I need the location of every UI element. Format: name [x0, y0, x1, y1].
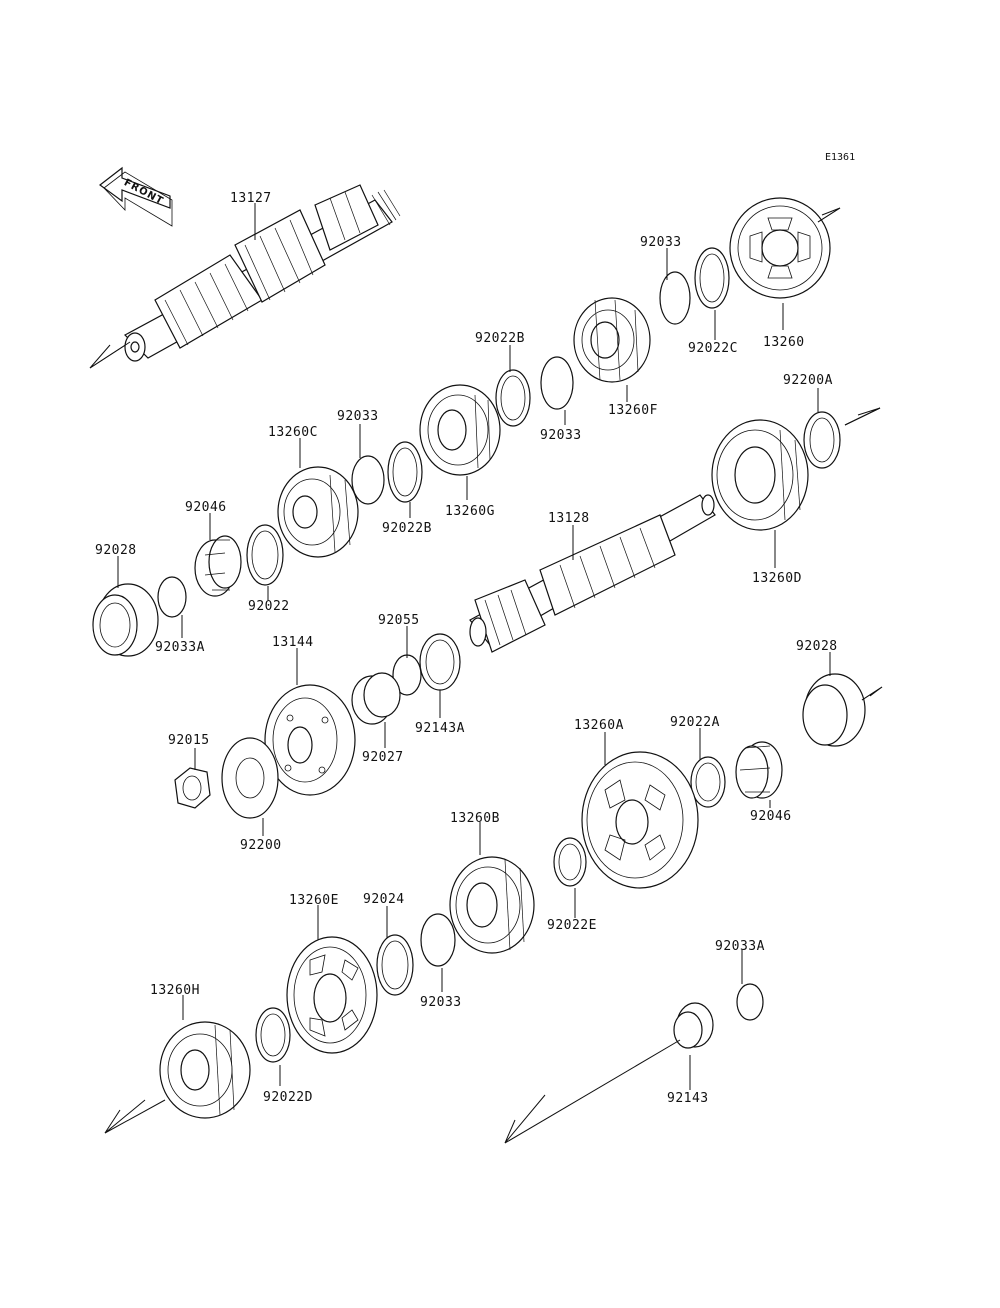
- label-13260G: 13260G: [445, 504, 495, 519]
- label-92033-mid: 92033: [540, 428, 582, 443]
- label-92022: 92022: [248, 599, 290, 614]
- axis-arrow: [504, 1039, 681, 1144]
- bearing-92028-right: [802, 673, 883, 747]
- label-92055: 92055: [378, 613, 420, 628]
- label-13260C: 13260C: [268, 425, 318, 440]
- needle-bearing-92046-left: [194, 535, 242, 597]
- front-arrow-icon: FRONT: [98, 166, 173, 227]
- needle-bearing-92046-right: [735, 741, 783, 799]
- gear-13260A: [581, 751, 699, 889]
- label-92022B-mid: 92022B: [382, 521, 432, 536]
- label-92022C: 92022C: [688, 341, 738, 356]
- counter-shaft-13128: [469, 494, 716, 653]
- label-92022D: 92022D: [263, 1090, 313, 1105]
- label-92200A: 92200A: [783, 373, 833, 388]
- leader-lines: [117, 203, 831, 1090]
- label-92022E: 92022E: [547, 918, 597, 933]
- label-92022B-top: 92022B: [475, 331, 525, 346]
- label-92027: 92027: [362, 750, 404, 765]
- collar-92143: [673, 1002, 714, 1049]
- gear-13260: [729, 197, 841, 299]
- label-92033-low: 92033: [420, 995, 462, 1010]
- washer-92022: [246, 524, 284, 586]
- label-92046-left: 92046: [185, 500, 227, 515]
- label-13128: 13128: [548, 511, 590, 526]
- gear-13260C: [277, 466, 359, 558]
- gear-13260H: [104, 1021, 251, 1134]
- label-13260E: 13260E: [289, 893, 339, 908]
- circlip-92033A-left: [157, 576, 187, 618]
- label-13144: 13144: [272, 635, 314, 650]
- gear-13260D: [711, 419, 809, 531]
- part-labels: 13127 92033 13260 92022C 92022B 13260F 9…: [95, 191, 838, 1106]
- label-92046-right: 92046: [750, 809, 792, 824]
- circlip-92033-c: [351, 455, 385, 505]
- label-13127: 13127: [230, 191, 272, 206]
- label-13260A: 13260A: [574, 718, 624, 733]
- label-13260D: 13260D: [752, 571, 802, 586]
- label-92028-right: 92028: [796, 639, 838, 654]
- circlip-92033-low: [420, 913, 456, 967]
- gear-13260E: [286, 936, 378, 1054]
- label-92033A-left: 92033A: [155, 640, 205, 655]
- label-92033-top: 92033: [640, 235, 682, 250]
- gear-13260F: [573, 297, 651, 383]
- bearing-92028-left: [92, 583, 159, 657]
- nut-92015: [174, 767, 211, 809]
- label-92033A-right: 92033A: [715, 939, 765, 954]
- washer-92200A: [803, 411, 841, 469]
- main-shaft-13127: [89, 184, 401, 369]
- label-13260F: 13260F: [608, 403, 658, 418]
- washer-92022A: [690, 756, 726, 808]
- washer-92022B-top: [495, 369, 531, 427]
- gear-13260B: [449, 856, 535, 954]
- washer-92022D: [255, 1007, 291, 1063]
- washer-92022C: [694, 247, 730, 309]
- label-92033-c: 92033: [337, 409, 379, 424]
- label-92200: 92200: [240, 838, 282, 853]
- collar-92027: [351, 672, 401, 725]
- gear-13260G: [419, 384, 501, 476]
- label-13260H: 13260H: [150, 983, 200, 998]
- axis-arrows: [89, 207, 883, 1134]
- lock-washer-92200: [221, 737, 279, 819]
- circlip-92033-mid: [540, 356, 574, 410]
- label-13260: 13260: [763, 335, 805, 350]
- label-92024: 92024: [363, 892, 405, 907]
- diagram-code: E1361: [825, 152, 855, 163]
- label-92022A: 92022A: [670, 715, 720, 730]
- label-13260B: 13260B: [450, 811, 500, 826]
- circlip-92033A-right: [736, 983, 764, 1021]
- label-92015: 92015: [168, 733, 210, 748]
- label-92143: 92143: [667, 1091, 709, 1106]
- washer-92022B-mid: [387, 441, 423, 503]
- label-92143A: 92143A: [415, 721, 465, 736]
- circlip-92033-top: [659, 271, 691, 325]
- label-92028-left: 92028: [95, 543, 137, 558]
- sprocket-13144: [264, 684, 356, 796]
- washer-92024: [376, 934, 414, 996]
